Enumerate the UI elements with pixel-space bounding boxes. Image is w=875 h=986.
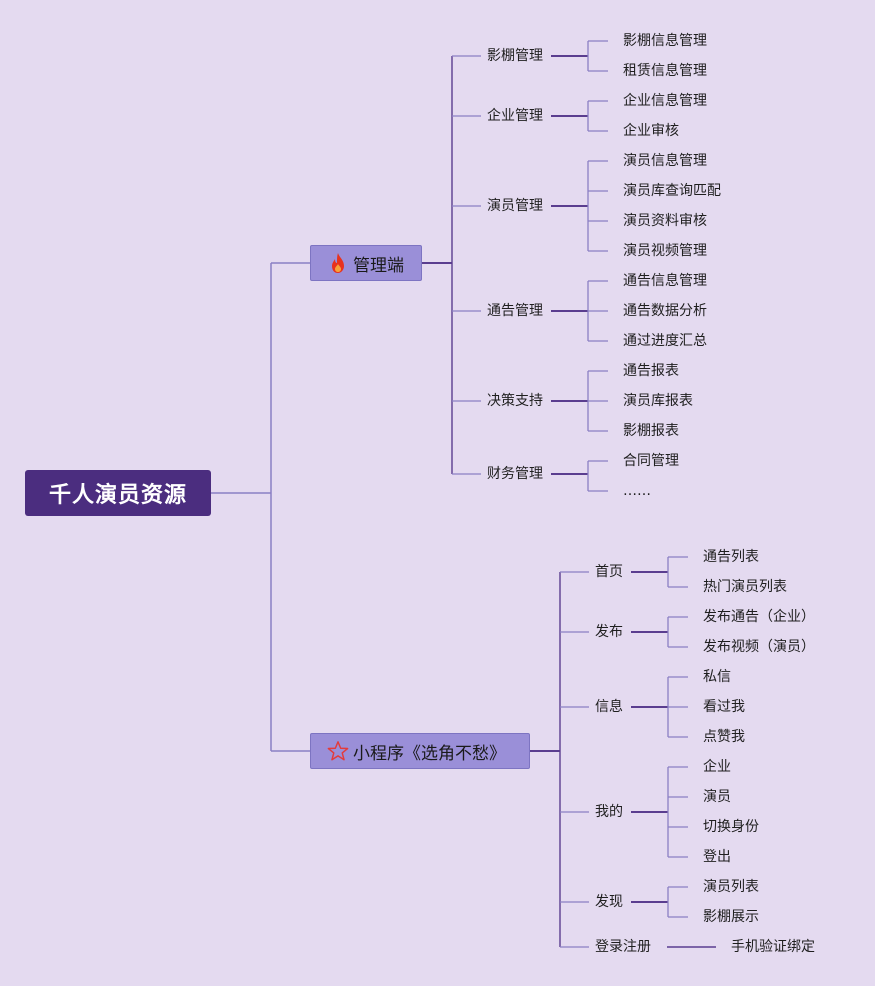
leaf-admin-3-0[interactable]: 通告信息管理	[623, 273, 707, 289]
leaf-admin-0-1[interactable]: 租赁信息管理	[623, 63, 707, 79]
node-miniprogram-0[interactable]: 首页	[595, 564, 623, 580]
leaf-admin-2-2[interactable]: 演员资料审核	[623, 213, 707, 229]
branch-miniprogram[interactable]: 小程序《选角不愁》	[310, 733, 530, 769]
leaf-admin-5-0[interactable]: 合同管理	[623, 453, 679, 469]
node-admin-3[interactable]: 通告管理	[487, 303, 543, 319]
node-miniprogram-3[interactable]: 我的	[595, 804, 623, 820]
leaf-miniprogram-2-1[interactable]: 看过我	[703, 699, 745, 715]
root-node[interactable]: 千人演员资源	[25, 470, 211, 516]
star-icon	[327, 740, 349, 762]
leaf-admin-2-1[interactable]: 演员库查询匹配	[623, 183, 721, 199]
leaf-admin-4-0[interactable]: 通告报表	[623, 363, 679, 379]
leaf-miniprogram-2-2[interactable]: 点赞我	[703, 729, 745, 745]
branch-admin-label: 管理端	[353, 255, 404, 276]
node-miniprogram-4[interactable]: 发现	[595, 894, 623, 910]
leaf-miniprogram-3-2[interactable]: 切换身份	[703, 819, 759, 835]
leaf-miniprogram-4-1[interactable]: 影棚展示	[703, 909, 759, 925]
leaf-miniprogram-1-1[interactable]: 发布视频（演员）	[703, 639, 815, 655]
node-admin-0[interactable]: 影棚管理	[487, 48, 543, 64]
leaf-miniprogram-4-0[interactable]: 演员列表	[703, 879, 759, 895]
leaf-admin-0-0[interactable]: 影棚信息管理	[623, 33, 707, 49]
node-admin-2[interactable]: 演员管理	[487, 198, 543, 214]
leaf-miniprogram-5-0[interactable]: 手机验证绑定	[731, 939, 815, 955]
leaf-admin-3-2[interactable]: 通过进度汇总	[623, 333, 707, 349]
root-label: 千人演员资源	[48, 483, 187, 508]
leaf-miniprogram-1-0[interactable]: 发布通告（企业）	[703, 609, 815, 625]
leaf-admin-1-1[interactable]: 企业审核	[623, 123, 679, 139]
leaf-admin-2-3[interactable]: 演员视频管理	[623, 243, 707, 259]
leaf-miniprogram-3-3[interactable]: 登出	[703, 849, 731, 865]
leaf-miniprogram-0-1[interactable]: 热门演员列表	[703, 579, 787, 595]
leaf-miniprogram-3-0[interactable]: 企业	[703, 759, 731, 775]
node-admin-5[interactable]: 财务管理	[487, 466, 543, 482]
leaf-admin-4-2[interactable]: 影棚报表	[623, 423, 679, 439]
fire-icon	[327, 252, 349, 274]
leaf-miniprogram-2-0[interactable]: 私信	[703, 669, 731, 685]
branch-admin[interactable]: 管理端	[310, 245, 422, 281]
branch-miniprogram-label: 小程序《选角不愁》	[353, 743, 506, 764]
leaf-admin-4-1[interactable]: 演员库报表	[623, 393, 693, 409]
node-miniprogram-1[interactable]: 发布	[595, 624, 623, 640]
leaf-miniprogram-0-0[interactable]: 通告列表	[703, 549, 759, 565]
leaf-admin-3-1[interactable]: 通告数据分析	[623, 303, 707, 319]
leaf-admin-5-1[interactable]: ……	[623, 483, 651, 499]
node-admin-1[interactable]: 企业管理	[487, 108, 543, 124]
leaf-admin-1-0[interactable]: 企业信息管理	[623, 93, 707, 109]
node-miniprogram-5[interactable]: 登录注册	[595, 939, 651, 955]
leaf-admin-2-0[interactable]: 演员信息管理	[623, 153, 707, 169]
leaf-miniprogram-3-1[interactable]: 演员	[703, 789, 731, 805]
node-miniprogram-2[interactable]: 信息	[595, 699, 623, 715]
node-admin-4[interactable]: 决策支持	[487, 393, 543, 409]
